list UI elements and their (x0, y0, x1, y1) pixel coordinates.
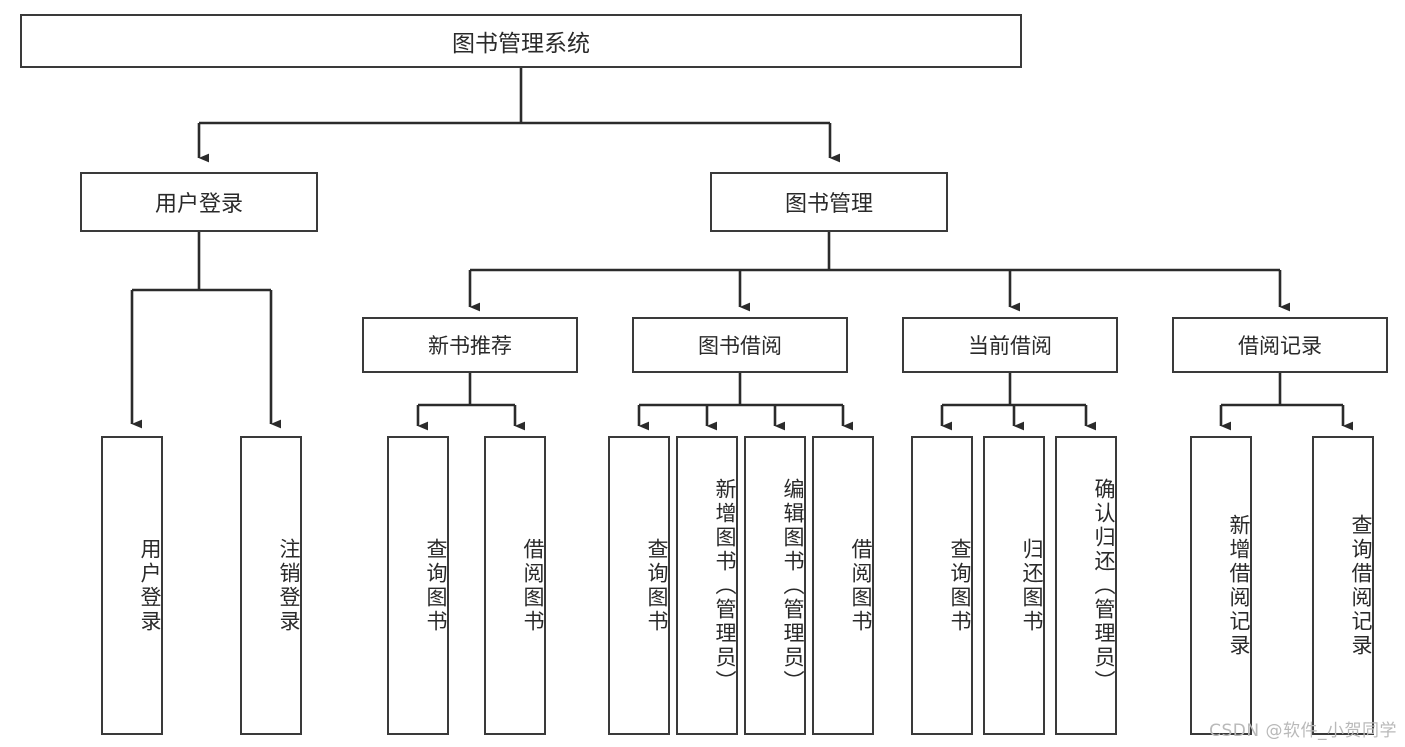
node-leaf-query-book-2-label: 查询图书 (645, 537, 669, 634)
node-leaf-add-book-label: 新增图书（管理员） (713, 477, 737, 694)
node-user-login-label: 用户登录 (154, 192, 243, 217)
node-book-manage[interactable]: 图书管理 (710, 172, 948, 232)
node-borrow-record[interactable]: 借阅记录 (1172, 317, 1388, 373)
node-leaf-logout-label: 注销登录 (277, 537, 301, 634)
node-book-borrow-label: 图书借阅 (698, 334, 782, 358)
node-leaf-confirm-return-label: 确认归还（管理员） (1092, 477, 1116, 694)
node-user-login[interactable]: 用户登录 (80, 172, 318, 232)
node-leaf-borrow-book-1[interactable]: 借阅图书 (484, 436, 546, 735)
node-leaf-query-book-3-label: 查询图书 (948, 537, 972, 634)
node-root-label: 图书管理系统 (452, 31, 590, 57)
node-current-borrow[interactable]: 当前借阅 (902, 317, 1118, 373)
node-leaf-borrow-book-2[interactable]: 借阅图书 (812, 436, 874, 735)
node-leaf-user-login-label: 用户登录 (138, 537, 162, 634)
node-new-book-recommend-label: 新书推荐 (428, 334, 512, 358)
node-new-book-recommend[interactable]: 新书推荐 (362, 317, 578, 373)
node-leaf-add-record[interactable]: 新增借阅记录 (1190, 436, 1252, 735)
node-root[interactable]: 图书管理系统 (20, 14, 1022, 68)
node-leaf-add-record-label: 新增借阅记录 (1227, 513, 1251, 658)
node-borrow-record-label: 借阅记录 (1238, 334, 1322, 358)
node-book-manage-label: 图书管理 (784, 192, 873, 217)
node-leaf-query-book-1-label: 查询图书 (424, 537, 448, 634)
node-leaf-add-book[interactable]: 新增图书（管理员） (676, 436, 738, 735)
node-leaf-logout[interactable]: 注销登录 (240, 436, 302, 735)
node-leaf-query-book-1[interactable]: 查询图书 (387, 436, 449, 735)
node-leaf-edit-book-label: 编辑图书（管理员） (781, 477, 805, 694)
node-leaf-borrow-book-1-label: 借阅图书 (521, 537, 545, 634)
node-leaf-borrow-book-2-label: 借阅图书 (849, 537, 873, 634)
node-leaf-user-login[interactable]: 用户登录 (101, 436, 163, 735)
node-leaf-query-book-3[interactable]: 查询图书 (911, 436, 973, 735)
node-leaf-return-book[interactable]: 归还图书 (983, 436, 1045, 735)
node-leaf-edit-book[interactable]: 编辑图书（管理员） (744, 436, 806, 735)
node-current-borrow-label: 当前借阅 (968, 334, 1052, 358)
node-leaf-confirm-return[interactable]: 确认归还（管理员） (1055, 436, 1117, 735)
node-leaf-query-book-2[interactable]: 查询图书 (608, 436, 670, 735)
node-leaf-query-record[interactable]: 查询借阅记录 (1312, 436, 1374, 735)
node-leaf-query-record-label: 查询借阅记录 (1349, 513, 1373, 658)
node-book-borrow[interactable]: 图书借阅 (632, 317, 848, 373)
node-leaf-return-book-label: 归还图书 (1020, 537, 1044, 634)
